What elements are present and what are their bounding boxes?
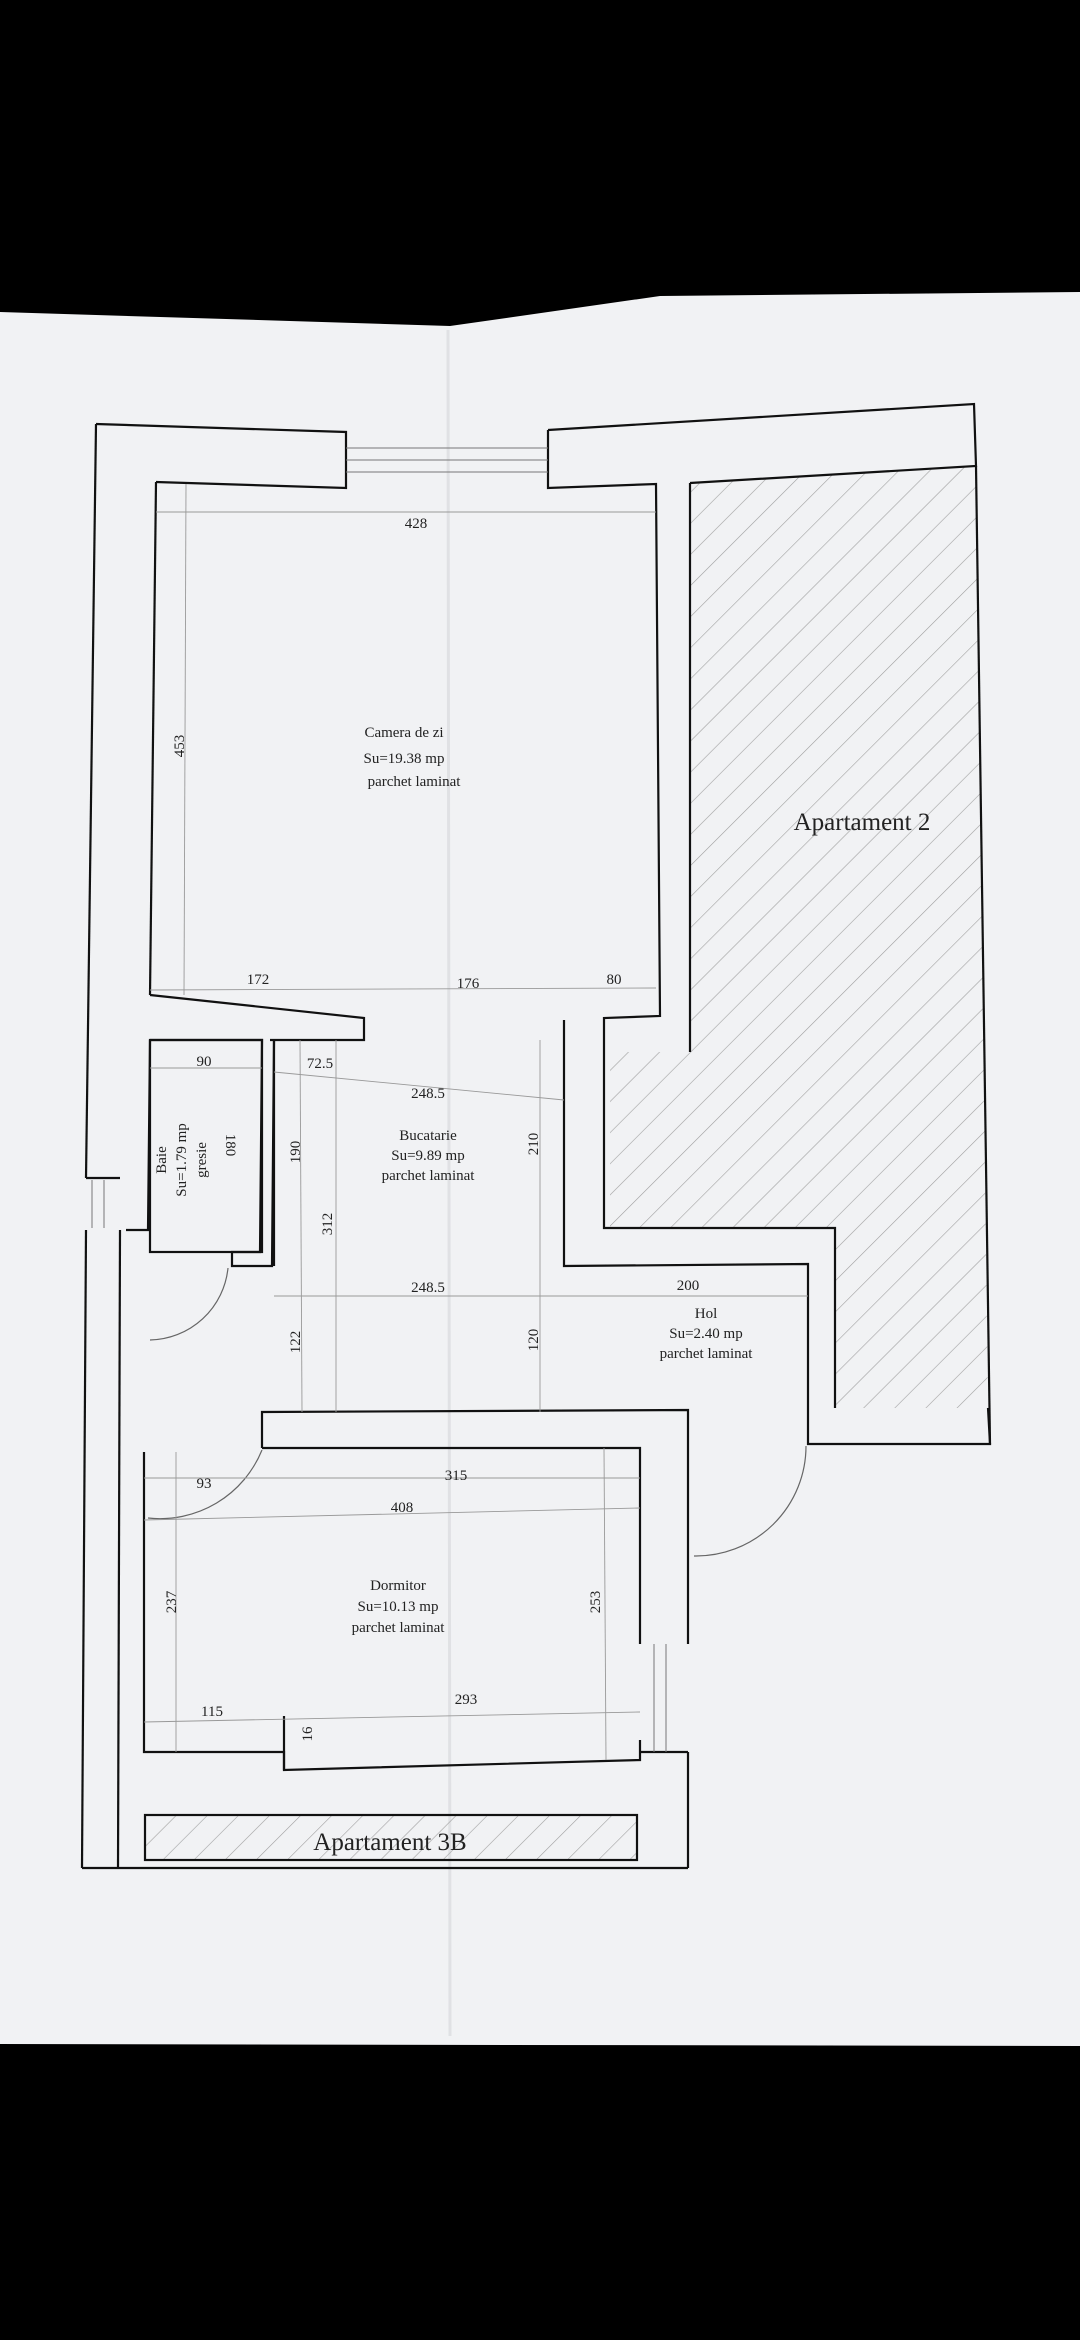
bedroom-name: Dormitor	[370, 1578, 426, 1594]
paper-fold	[446, 329, 452, 2037]
dim-200: 200	[677, 1278, 700, 1294]
apartament-3b-hatch	[145, 1815, 637, 1860]
apartament-2-hatch	[610, 466, 988, 1408]
bath-name: Baie	[154, 1146, 170, 1174]
dim-80: 80	[607, 972, 622, 988]
dim-248-5-top: 248.5	[411, 1086, 445, 1102]
apartament-3b-label: Apartament 3B	[313, 1829, 466, 1856]
kitchen-area: Su=9.89 mp	[391, 1148, 464, 1164]
dim-312: 312	[320, 1213, 336, 1236]
dim-72-5: 72.5	[307, 1056, 333, 1072]
apartament-2-label: Apartament 2	[794, 809, 931, 836]
dim-180: 180	[222, 1134, 238, 1157]
dim-253: 253	[588, 1591, 604, 1614]
living-room-area: Su=19.38 mp	[364, 751, 445, 767]
hall-area: Su=2.40 mp	[669, 1326, 742, 1342]
dim-90: 90	[197, 1054, 212, 1070]
dim-122: 122	[288, 1331, 304, 1354]
dim-16: 16	[300, 1726, 316, 1742]
dim-172: 172	[247, 972, 270, 988]
dim-190: 190	[288, 1141, 304, 1164]
walls	[80, 402, 992, 1870]
bedroom-area: Su=10.13 mp	[358, 1599, 439, 1615]
living-room-name: Camera de zi	[364, 725, 443, 741]
hall-name: Hol	[695, 1306, 718, 1322]
windows	[91, 447, 667, 1752]
bath-area: Su=1.79 mp	[174, 1123, 190, 1196]
dim-453: 453	[172, 735, 188, 758]
dim-248-5-bottom: 248.5	[411, 1280, 445, 1296]
dim-408: 408	[391, 1500, 414, 1516]
dim-428: 428	[405, 516, 428, 532]
door-swings	[147, 1267, 807, 1557]
kitchen-name: Bucatarie	[399, 1128, 457, 1144]
dim-237: 237	[164, 1590, 180, 1613]
bedroom-floor: parchet laminat	[352, 1620, 446, 1636]
dim-315: 315	[445, 1468, 468, 1484]
dim-115: 115	[201, 1704, 223, 1720]
dim-93: 93	[197, 1476, 212, 1492]
living-room-floor: parchet laminat	[368, 774, 462, 790]
dim-293: 293	[455, 1692, 478, 1708]
kitchen-floor: parchet laminat	[382, 1168, 476, 1184]
dim-120: 120	[526, 1329, 542, 1352]
dimension-lines	[143, 483, 808, 1761]
hall-floor: parchet laminat	[660, 1346, 754, 1362]
dim-176: 176	[457, 976, 480, 992]
dim-210: 210	[526, 1133, 542, 1156]
bath-floor: gresie	[194, 1142, 210, 1178]
